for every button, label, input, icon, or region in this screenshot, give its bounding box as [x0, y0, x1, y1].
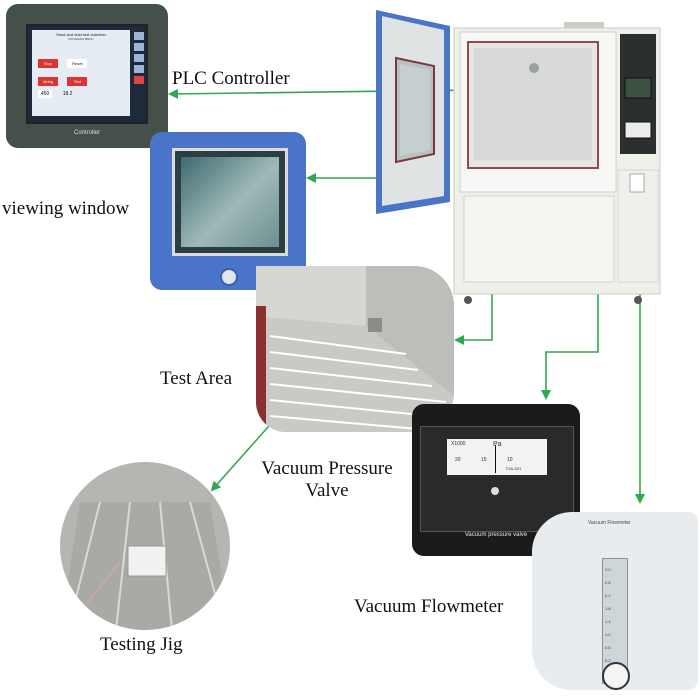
gauge-unit: Pa	[493, 441, 502, 448]
label-vacuum-pressure-valve-line2: Valve	[305, 479, 349, 501]
flow-scale-3: 1.8	[605, 606, 611, 611]
gauge-model: TGA-501	[505, 466, 522, 471]
vacuum-flowmeter-image: Vacuum Flowmeter 3.0 2.6 2.2 1.8 1.4 1.0…	[532, 512, 698, 690]
plc-controller-image: Sand and dust test chamber PROGRAM MENU …	[6, 4, 168, 148]
controller-value-left: 450	[38, 90, 53, 98]
controller-value-right: 18.2	[62, 91, 73, 97]
controller-btn-reset: Reset	[67, 59, 88, 68]
flow-scale-1: 2.6	[605, 580, 611, 585]
flow-scale-6: 0.6	[605, 645, 611, 650]
controller-subtitle: PROGRAM MENU	[68, 37, 94, 41]
testing-jig-image	[60, 462, 230, 630]
chamber-door	[370, 6, 456, 218]
controller-btn-stop: Stop	[38, 59, 58, 68]
chamber-drawing	[453, 22, 661, 304]
viewing-window-image	[150, 132, 306, 290]
label-vacuum-pressure-valve: Vacuum Pressure Valve	[252, 458, 402, 502]
flow-scale-7: 0.2	[605, 658, 611, 663]
controller-brand-strip: Controller	[73, 130, 100, 136]
label-plc-controller: PLC Controller	[172, 68, 290, 89]
label-viewing-window: viewing window	[2, 198, 130, 219]
controller-btn-test: Test	[67, 77, 88, 86]
test-chamber	[452, 22, 664, 304]
gauge-tick-2: 15	[481, 457, 487, 463]
gauge-tick-1: 20	[455, 457, 461, 463]
gauge-unit-left: X1000	[451, 441, 466, 447]
flow-scale-2: 2.2	[605, 593, 611, 598]
gauge-caption: Vacuum pressure valve	[464, 532, 528, 538]
label-vacuum-flowmeter: Vacuum Flowmeter	[354, 596, 504, 617]
flow-scale-4: 1.4	[605, 619, 611, 624]
gauge-tick-3: 10	[507, 457, 513, 463]
label-test-area: Test Area	[160, 368, 233, 389]
test-area-image	[256, 266, 454, 432]
controller-title: Sand and dust test chamber	[55, 32, 107, 37]
flow-scale-0: 3.0	[605, 567, 611, 572]
label-vacuum-pressure-valve-line1: Vacuum Pressure	[261, 458, 393, 479]
flowmeter-caption: Vacuum Flowmeter	[588, 520, 631, 526]
flow-scale-5: 1.0	[605, 632, 611, 637]
label-testing-jig: Testing Jig	[100, 634, 183, 655]
controller-btn-airing: Airing	[38, 77, 58, 86]
